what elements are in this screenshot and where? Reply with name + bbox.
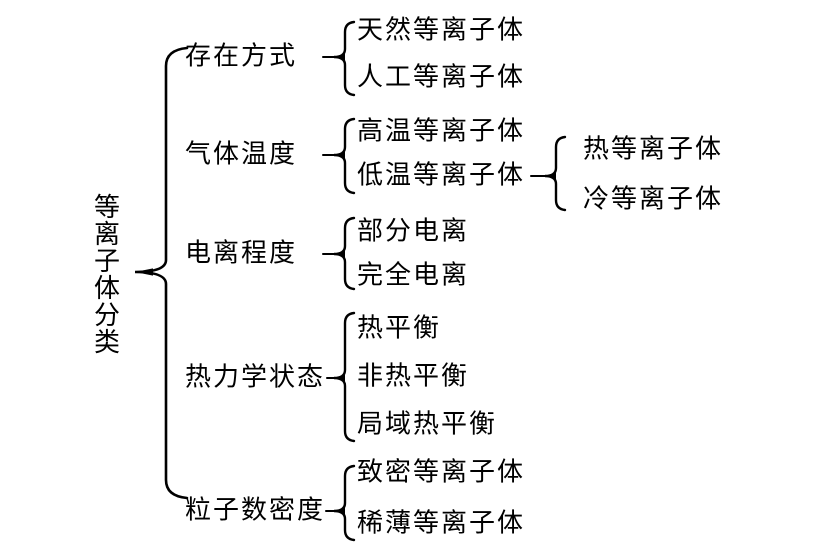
main-brace-tip [135,268,153,276]
leaf-thermal-equilibrium: 热平衡 [357,313,442,343]
brace-tip-ionization-degree [333,250,345,258]
branch-existence-mode: 存在方式 [185,41,298,71]
brace-particle-density [333,464,356,542]
leaf-high-temp-plasma: 高温等离子体 [357,116,526,146]
leaf-local-thermal-equilibrium: 局域热平衡 [357,409,498,439]
leaf-natural-plasma: 天然等离子体 [357,15,526,45]
root-label: 等离子体分类 [90,193,120,355]
brace-tip-low-temp-plasma [544,172,556,180]
branch-particle-density: 粒子数密度 [185,495,326,525]
brace-tip-existence-mode [333,53,345,61]
brace-tip-thermodynamic-state [333,374,345,382]
leaf-hot-plasma: 热等离子体 [583,134,724,164]
leaf-rarefied-plasma: 稀薄等离子体 [357,508,526,538]
leaf-cold-plasma: 冷等离子体 [583,184,724,214]
brace-tip-particle-density [333,507,345,515]
leaf-full-ionization: 完全电离 [357,260,470,290]
branch-thermodynamic-state: 热力学状态 [185,362,326,392]
leaf-dense-plasma: 致密等离子体 [357,457,526,487]
leaf-partial-ionization: 部分电离 [357,216,470,246]
branch-gas-temperature: 气体温度 [185,139,298,169]
brace-tip-gas-temperature [333,151,345,159]
leaf-low-temp-plasma: 低温等离子体 [357,160,526,190]
leaf-non-thermal-equilibrium: 非热平衡 [357,361,470,391]
leaf-artificial-plasma: 人工等离子体 [357,62,526,92]
branch-ionization-degree: 电离程度 [185,238,298,268]
